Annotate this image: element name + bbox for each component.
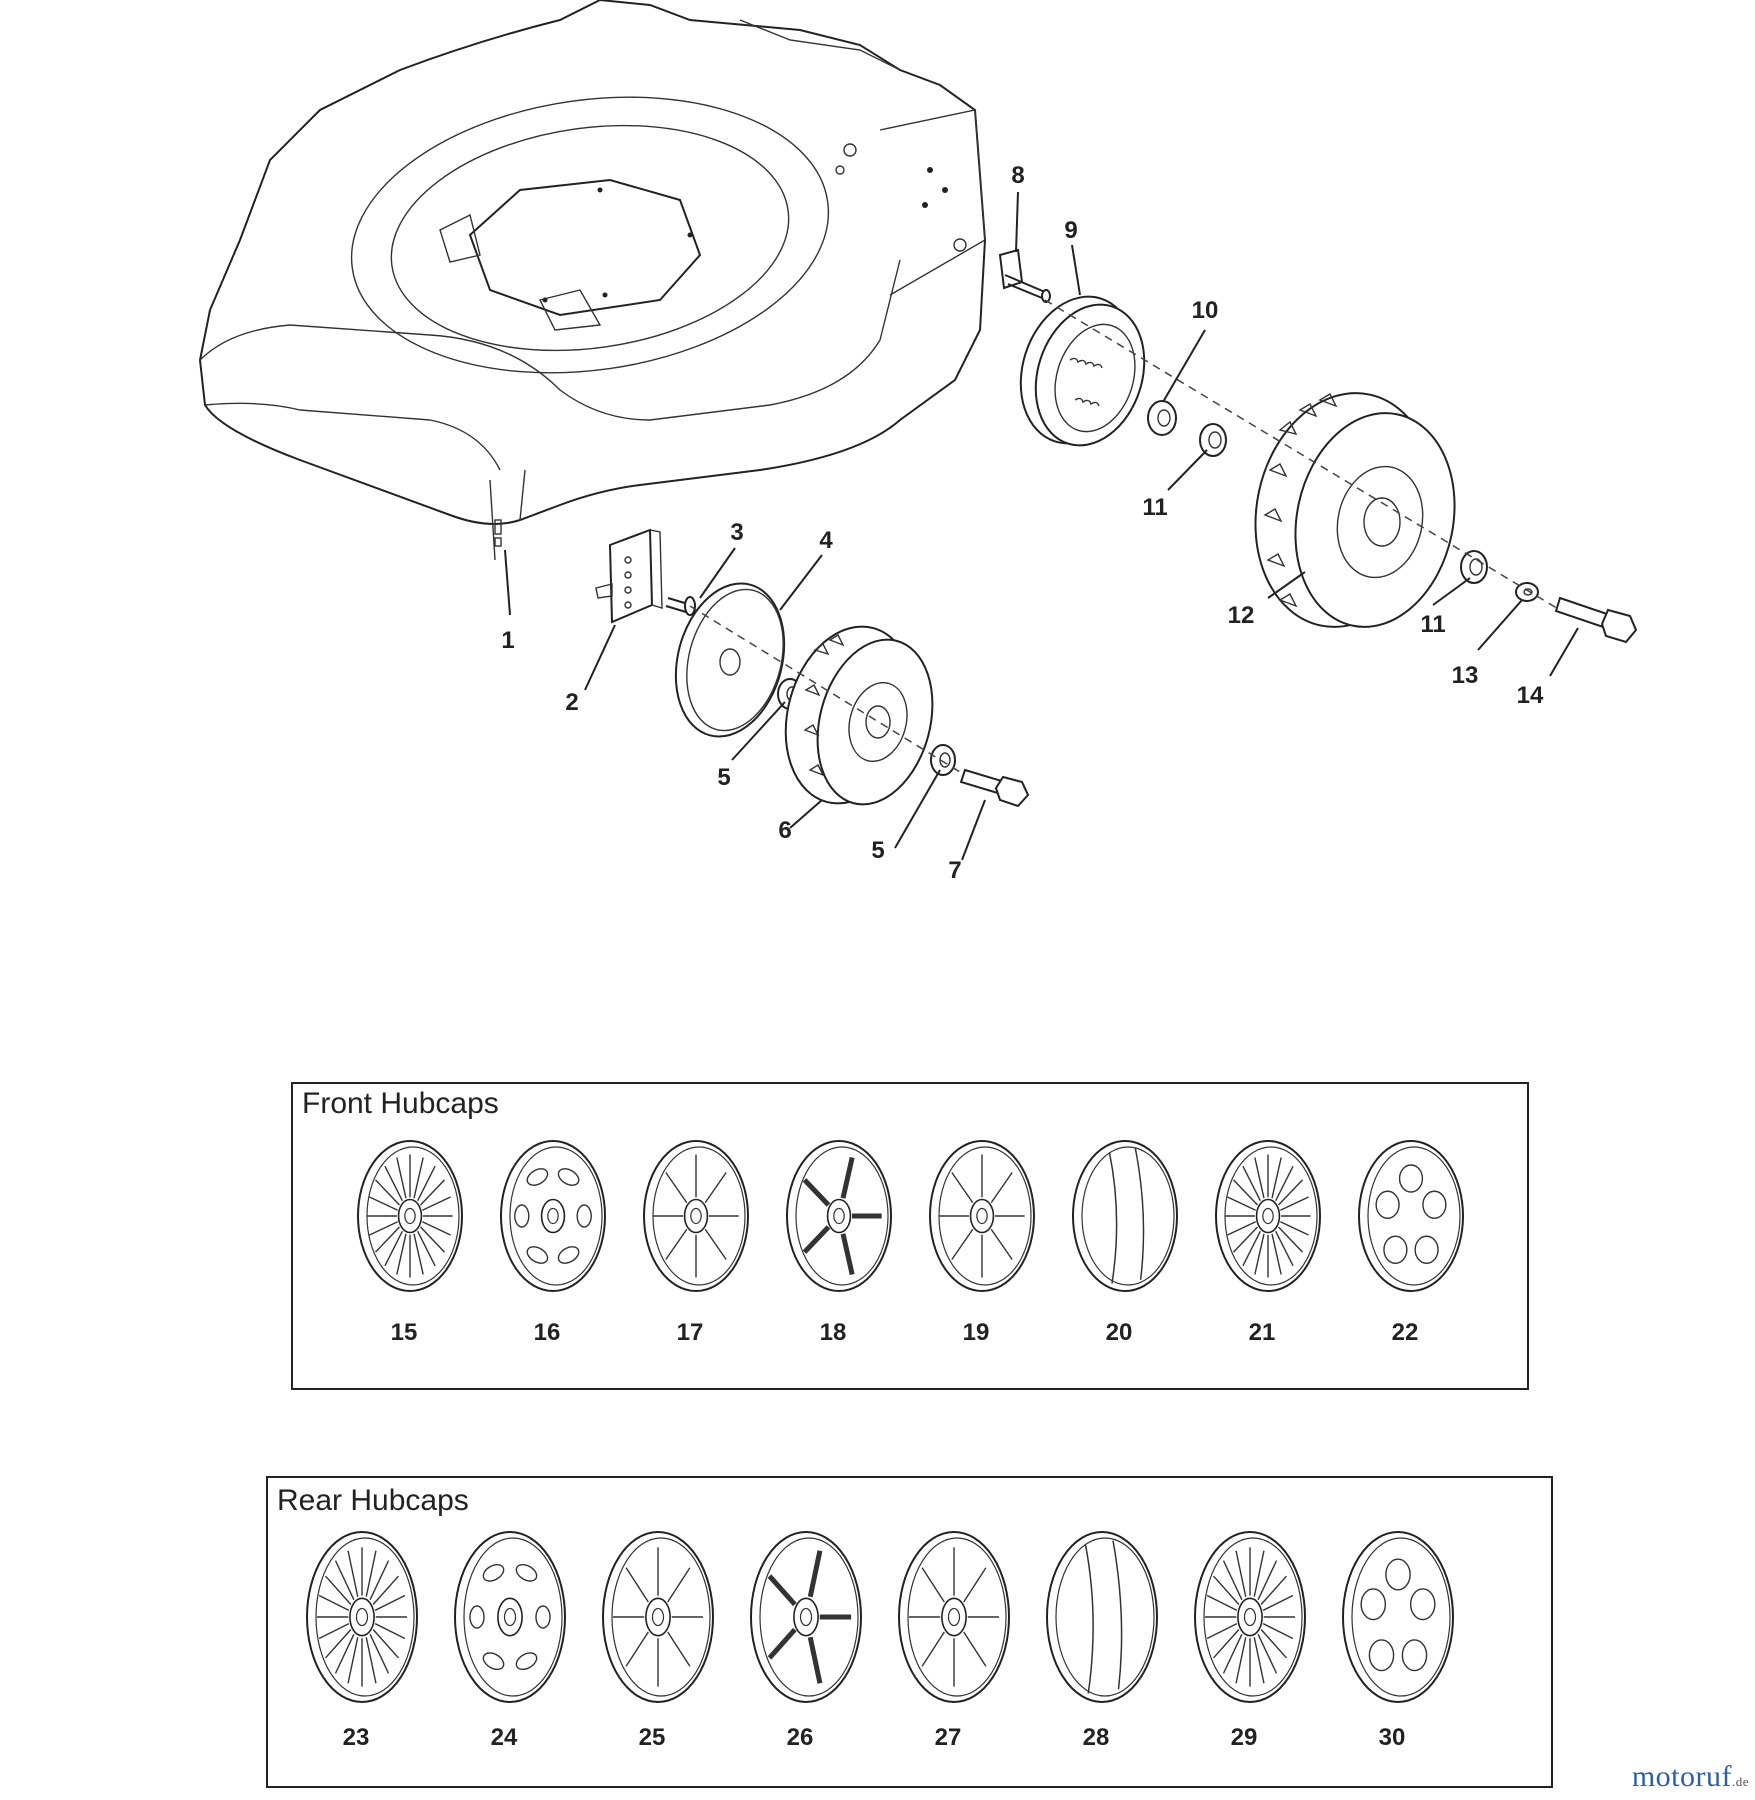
- bearing-rear-outer: [1460, 550, 1488, 584]
- rear-hubcap-number: 23: [343, 1724, 370, 1751]
- front-hubcap-number: 19: [963, 1319, 990, 1346]
- rear-hubcap-30: 30: [1342, 1531, 1454, 1751]
- callout-11b: 11: [1420, 611, 1445, 638]
- leader-lines: [504, 191, 1579, 861]
- watermark: motoruf.de: [1632, 1760, 1749, 1794]
- callout-11a: 11: [1142, 494, 1167, 521]
- rear-washer: [1515, 582, 1539, 602]
- hubcap-disc: [674, 582, 786, 738]
- rear-hubcaps-grid: 23 24 25 26 27 28 29 30: [306, 1531, 1454, 1751]
- rear-hubcap-number: 25: [639, 1724, 666, 1751]
- front-hubcap-22: 22: [1358, 1140, 1464, 1346]
- front-wheel: [784, 625, 934, 806]
- front-hubcaps-grid: 15 16 17 18 19 20 21 22: [357, 1140, 1464, 1346]
- front-hubcap-21: 21: [1215, 1140, 1321, 1346]
- front-hubcap-18: 18: [786, 1140, 892, 1346]
- front-hubcap-15: 15: [357, 1140, 463, 1346]
- callout-13: 13: [1452, 662, 1479, 689]
- front-hubcaps-title: Front Hubcaps: [302, 1087, 499, 1120]
- callout-12: 12: [1228, 602, 1255, 629]
- front-hubcap-number: 22: [1392, 1319, 1419, 1346]
- front-hubcap-19: 19: [929, 1140, 1035, 1346]
- rear-hubcap-24: 24: [454, 1531, 566, 1751]
- axle-bracket: [998, 248, 1051, 303]
- callout-labels: 1 2 3 4 5 5 6 7 8 9 10 11 11 12 13 14: [501, 162, 1544, 884]
- front-hubcap-17: 17: [643, 1140, 749, 1346]
- callout-10: 10: [1192, 297, 1219, 324]
- callout-7: 7: [948, 857, 961, 884]
- rear-hubcap-29: 29: [1194, 1531, 1306, 1751]
- rear-hubcap-25: 25: [602, 1531, 714, 1751]
- height-bracket: [595, 528, 663, 624]
- rear-hubcap-23: 23: [306, 1531, 418, 1751]
- front-hubcap-number: 16: [534, 1319, 561, 1346]
- rear-hubcap-28: 28: [1046, 1531, 1158, 1751]
- rear-hubcaps-title: Rear Hubcaps: [277, 1484, 469, 1517]
- front-bolt: [959, 768, 1030, 808]
- callout-6: 6: [778, 817, 791, 844]
- callout-3: 3: [730, 519, 743, 546]
- rear-wheel: [1254, 392, 1456, 628]
- rear-hubcap-26: 26: [750, 1531, 862, 1751]
- rear-hubcap-number: 27: [935, 1724, 962, 1751]
- callout-2: 2: [565, 689, 578, 716]
- callout-14: 14: [1517, 682, 1544, 709]
- front-hubcap-16: 16: [500, 1140, 606, 1346]
- bearing-front-outer: [930, 744, 956, 776]
- rear-hubcap-number: 24: [491, 1724, 518, 1751]
- callout-4: 4: [819, 527, 833, 554]
- front-hubcap-number: 21: [1249, 1319, 1276, 1346]
- front-hubcap-20: 20: [1072, 1140, 1178, 1346]
- bearing-rear-inner: [1199, 423, 1227, 457]
- rear-bolt: [1554, 596, 1638, 644]
- callout-8: 8: [1011, 162, 1024, 189]
- watermark-brand: motoruf: [1631, 1760, 1732, 1793]
- callout-1: 1: [501, 627, 514, 654]
- callout-5b: 5: [871, 837, 884, 864]
- rear-hubcap-number: 30: [1379, 1724, 1406, 1751]
- rear-hubcaps-panel: Rear Hubcaps 23 24 25 26 27 28 29 30: [266, 1476, 1553, 1788]
- mower-deck: [198, 0, 987, 561]
- front-hubcap-number: 17: [677, 1319, 704, 1346]
- front-hubcap-number: 20: [1106, 1319, 1133, 1346]
- callout-5a: 5: [717, 764, 730, 791]
- rear-axle-line: [1044, 299, 1561, 611]
- front-hubcaps-panel: Front Hubcaps 15 16 17 18 19 20 21 22: [291, 1082, 1529, 1390]
- rear-hubcap-number: 29: [1231, 1724, 1258, 1751]
- washer: [1147, 400, 1177, 436]
- rear-hubcap-number: 28: [1083, 1724, 1110, 1751]
- front-hubcap-number: 18: [820, 1319, 847, 1346]
- rear-hubcap-number: 26: [787, 1724, 814, 1751]
- gear-ring: [1019, 295, 1146, 447]
- front-hubcap-number: 15: [391, 1319, 418, 1346]
- rear-hubcap-27: 27: [898, 1531, 1010, 1751]
- watermark-tld: .de: [1731, 1774, 1749, 1789]
- front-axle-line: [689, 605, 961, 773]
- callout-9: 9: [1064, 217, 1077, 244]
